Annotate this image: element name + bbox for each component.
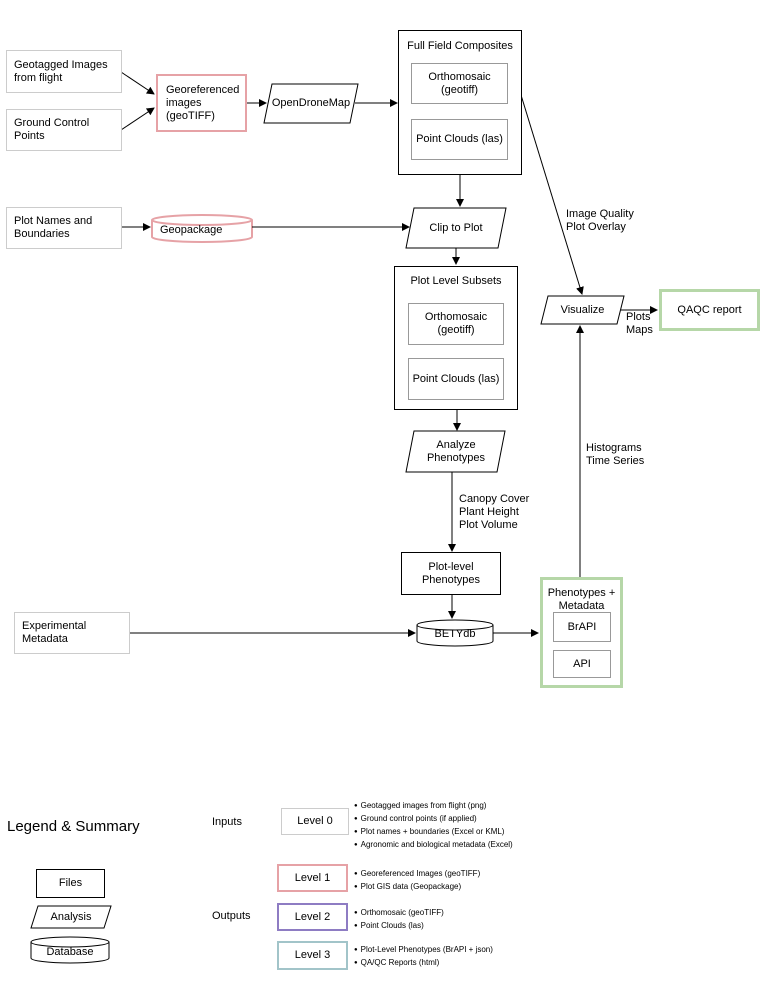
- legend-title: Legend & Summary: [7, 818, 140, 835]
- legend-files-label: Files: [58, 877, 83, 889]
- legend-database-node: Database: [31, 944, 109, 960]
- histograms-text: Histograms: [586, 442, 642, 454]
- geotagged-images-input: Geotagged Images from flight: [6, 50, 122, 93]
- legend-level2-list: Orthomosaic (geoTIFF) Point Clouds (las): [354, 907, 444, 933]
- geotagged-images-label: Geotagged Images from flight: [14, 58, 108, 84]
- legend-level0-box: Level 0: [281, 808, 349, 835]
- plant-height-text: Plant Height: [459, 506, 519, 518]
- legend-outputs-label: Outputs: [212, 910, 251, 922]
- brapi-node: BrAPI: [553, 612, 611, 642]
- legend-level1-item: Plot GIS data (Geopackage): [354, 881, 480, 894]
- plots-maps-edge-label: Plots Maps: [626, 311, 653, 337]
- legend-level1-list: Georeferenced Images (geoTIFF) Plot GIS …: [354, 868, 481, 894]
- plot-level-orthomosaic-label: Orthomosaic (geotiff): [424, 311, 488, 336]
- ground-control-points-input: Ground Control Points: [6, 109, 122, 151]
- plot-overlay-text: Plot Overlay: [566, 221, 626, 233]
- plot-level-point-clouds-label: Point Clouds (las): [412, 372, 500, 385]
- georeferenced-images-label: Georeferenced images (geoTIFF): [166, 83, 240, 122]
- canopy-cover-text: Canopy Cover: [459, 493, 530, 505]
- plot-names-label: Plot Names and Boundaries: [14, 215, 93, 240]
- legend-level1-item: Georeferenced Images (geoTIFF): [354, 868, 481, 881]
- phenotype-metrics-edge-label: Canopy Cover Plant Height Plot Volume: [459, 493, 529, 532]
- analyze-phenotypes-label: Analyze Phenotypes: [426, 438, 486, 464]
- legend-level0-label: Level 0: [297, 815, 333, 827]
- phenotypes-metadata-group: Phenotypes + Metadata BrAPI API: [540, 577, 623, 688]
- full-field-composites-title: Full Field Composites: [407, 40, 513, 52]
- legend-level0-item: Plot names + boundaries (Excel or KML): [354, 826, 513, 839]
- plot-names-input: Plot Names and Boundaries: [6, 207, 122, 249]
- clip-to-plot-node: Clip to Plot: [406, 208, 506, 248]
- experimental-metadata-input: Experimental Metadata: [14, 612, 130, 654]
- opendronemap-label: OpenDroneMap: [271, 97, 351, 109]
- full-field-orthomosaic: Orthomosaic (geotiff): [411, 63, 508, 104]
- plot-level-point-clouds: Point Clouds (las): [408, 358, 504, 400]
- legend-analysis-label: Analysis: [50, 910, 92, 923]
- plot-volume-text: Plot Volume: [459, 519, 518, 531]
- geopackage-label: Geopackage: [160, 223, 223, 236]
- georeferenced-images-node: Georeferenced images (geoTIFF): [156, 74, 247, 132]
- legend-level2-box: Level 2: [277, 903, 348, 931]
- full-field-composites-group: Full Field Composites Orthomosaic (geoti…: [398, 30, 522, 175]
- legend-level2-item: Point Clouds (las): [354, 920, 444, 933]
- legend-level0-item: Geotagged images from flight (png): [354, 800, 513, 813]
- plot-level-subsets-group: Plot Level Subsets Orthomosaic (geotiff)…: [394, 266, 518, 410]
- qaqc-report-label: QAQC report: [677, 303, 742, 316]
- phenotypes-metadata-title: Phenotypes + Metadata: [547, 587, 616, 612]
- plot-level-phenotypes-label: Plot-level Phenotypes: [421, 560, 481, 586]
- full-field-point-clouds-label: Point Clouds (las): [416, 133, 503, 145]
- plot-level-phenotypes-node: Plot-level Phenotypes: [401, 552, 501, 595]
- clip-to-plot-label: Clip to Plot: [429, 221, 483, 234]
- legend-level3-item: Plot-Level Phenotypes (BrAPI + json): [354, 944, 493, 957]
- maps-text: Maps: [626, 324, 653, 336]
- betydb-label: BETYdb: [434, 627, 476, 640]
- full-field-orthomosaic-label: Orthomosaic (geotiff): [428, 70, 491, 96]
- legend-level3-item: QA/QC Reports (html): [354, 957, 493, 970]
- geopackage-node: Geopackage: [160, 222, 250, 238]
- experimental-metadata-label: Experimental Metadata: [22, 620, 87, 645]
- legend-analysis-node: Analysis: [31, 906, 111, 928]
- api-label: API: [573, 657, 591, 670]
- api-node: API: [553, 650, 611, 678]
- legend-level1-box: Level 1: [277, 864, 348, 892]
- legend-level2-item: Orthomosaic (geoTIFF): [354, 907, 444, 920]
- image-quality-text: Image Quality: [566, 208, 634, 220]
- brapi-label: BrAPI: [567, 620, 597, 633]
- histograms-edge-label: Histograms Time Series: [586, 442, 644, 468]
- legend-level2-label: Level 2: [294, 910, 331, 923]
- legend-level1-label: Level 1: [294, 871, 331, 884]
- legend-level0-item: Ground control points (if applied): [354, 813, 513, 826]
- visualize-node: Visualize: [541, 296, 624, 324]
- opendronemap-node: OpenDroneMap: [264, 84, 358, 123]
- betydb-node: BETYdb: [417, 626, 493, 642]
- legend-level0-list: Geotagged images from flight (png) Groun…: [354, 800, 513, 852]
- full-field-point-clouds: Point Clouds (las): [411, 119, 508, 160]
- plot-level-subsets-title: Plot Level Subsets: [410, 275, 502, 287]
- legend-database-label: Database: [46, 945, 94, 958]
- legend-level3-list: Plot-Level Phenotypes (BrAPI + json) QA/…: [354, 944, 493, 970]
- time-series-text: Time Series: [586, 455, 645, 467]
- analyze-phenotypes-node: Analyze Phenotypes: [414, 431, 498, 472]
- ground-control-points-label: Ground Control Points: [14, 117, 90, 142]
- legend-level3-label: Level 3: [294, 949, 331, 961]
- legend-level3-box: Level 3: [277, 941, 348, 970]
- legend-level0-item: Agronomic and biological metadata (Excel…: [354, 839, 513, 852]
- legend-inputs-label: Inputs: [212, 816, 242, 828]
- qaqc-report-node: QAQC report: [659, 289, 760, 331]
- visualize-label: Visualize: [560, 303, 605, 316]
- legend-files-box: Files: [36, 869, 105, 898]
- image-quality-edge-label: Image Quality Plot Overlay: [566, 208, 634, 234]
- plot-level-orthomosaic: Orthomosaic (geotiff): [408, 303, 504, 345]
- plots-text: Plots: [626, 311, 651, 323]
